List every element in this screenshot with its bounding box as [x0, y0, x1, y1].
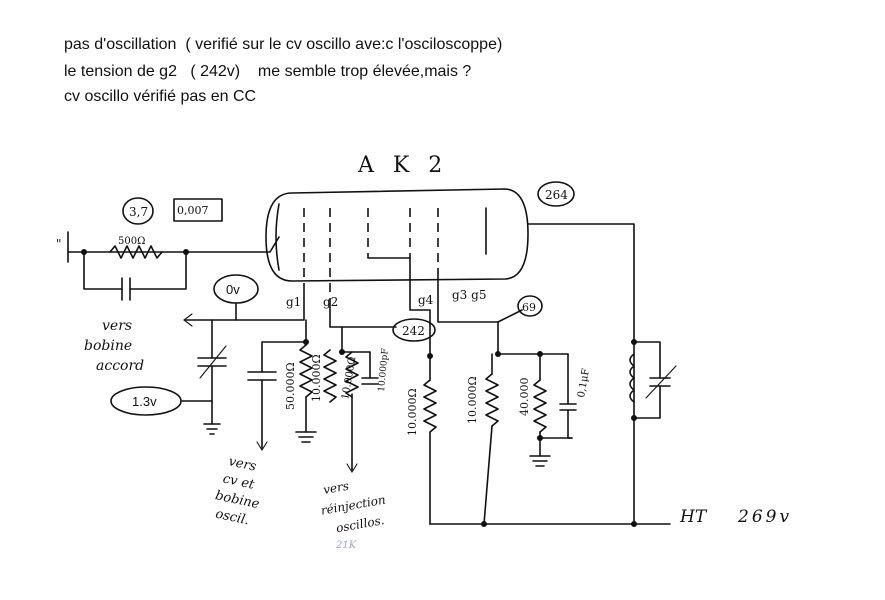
tube-label: A K 2 — [357, 153, 448, 178]
g35-bus — [497, 321, 569, 355]
tube-cathode — [275, 203, 280, 271]
cv-arrow — [256, 441, 268, 452]
cathode-cap-wire-left — [83, 251, 123, 290]
coil-annotation: vers bobine accord — [84, 318, 144, 374]
cg35-wire-bottom — [567, 409, 573, 439]
rg2a-resistor — [323, 349, 337, 403]
g2-node — [339, 349, 345, 355]
rg35a-wire-bottom — [483, 425, 493, 525]
g1-arrow — [183, 313, 193, 327]
var-cap-arrow — [199, 345, 227, 379]
cathode-current-box — [173, 198, 223, 222]
cathode-voltage-circle — [122, 197, 154, 225]
g35-wire — [437, 273, 499, 323]
reinject-arrow — [346, 463, 358, 474]
tank-node-top — [631, 339, 637, 345]
g4-wire — [409, 257, 431, 357]
rg2b-resistor — [345, 351, 359, 398]
cg2-label: 10.000pF — [377, 348, 391, 392]
tank-node-bottom — [631, 415, 637, 421]
rg1-resistor — [299, 344, 313, 398]
g1-voltage-circle — [213, 274, 259, 304]
anode-voltage-circle — [537, 181, 575, 207]
cathode-current-label: 0,007 — [177, 204, 209, 217]
tube-envelope — [265, 188, 529, 282]
rg35b-label: 40.000 — [518, 378, 531, 417]
g35-pin-label: g3 g5 — [452, 288, 486, 302]
anode-wire — [527, 223, 635, 525]
g1-voltage-label: 0v — [226, 282, 240, 297]
cv-cap-wire-top — [261, 341, 307, 373]
rg35a-label: 10.000Ω — [466, 376, 479, 424]
ht-node-2 — [631, 521, 637, 527]
cathode-cap-wire-right — [129, 251, 187, 290]
g35-probe-wire — [497, 309, 523, 323]
g35-voltage-circle — [517, 295, 543, 317]
rg2a-label: 10.000Ω — [310, 354, 323, 402]
cathode-node-2 — [183, 249, 189, 255]
rg4-resistor — [423, 379, 437, 433]
tank-cap-top — [633, 341, 661, 379]
bias-voltage-label: 1.3v — [132, 394, 157, 409]
rg35a-resistor — [485, 373, 499, 427]
note-line-2: le tension de g2 ( 242v) me semble trop … — [64, 63, 472, 80]
cathode-resistor — [109, 245, 163, 259]
cathode-voltage-label: 3,7 — [129, 205, 148, 219]
ht-value: 269v — [737, 507, 792, 527]
cathode-resistor-label: 500Ω — [118, 236, 145, 247]
rg1-label: 50.000Ω — [284, 362, 297, 410]
g2-voltage-circle — [392, 318, 436, 342]
note-line-3: cv oscillo vérifié pas en CC — [64, 88, 257, 105]
g1-pin-label: g1 — [286, 295, 301, 309]
g2-pin-label: g2 — [323, 295, 338, 309]
tank-cap-arrow — [645, 365, 677, 399]
g35-node-1 — [495, 351, 501, 357]
bias-voltage-circle — [110, 386, 182, 416]
rg1-node — [303, 339, 309, 345]
g1-wire — [185, 285, 305, 321]
tank-cap-bottom — [633, 385, 661, 419]
g2-wire — [329, 299, 343, 353]
cathode-node-1 — [81, 249, 87, 255]
ht-label: HT — [679, 507, 708, 527]
g35-voltage-label: 69 — [522, 301, 536, 314]
g4-pin-label: g4 — [418, 293, 434, 307]
anode-voltage-label: 264 — [545, 188, 568, 202]
reinject-annotation: vers réinjection oscillos. — [316, 472, 394, 537]
tank-coil — [629, 353, 635, 403]
g2-voltage-label: 242 — [402, 324, 425, 338]
cathode-wire — [67, 236, 280, 253]
rg35b-resistor — [533, 379, 547, 433]
faint-mark: 21K — [335, 540, 357, 551]
rg4-label: 10.000Ω — [406, 388, 419, 436]
rg2b-label: 10.000Ω — [340, 356, 358, 401]
cg35-label: 0,1μF — [576, 368, 592, 399]
note-line-1: pas d'oscillation ( verifié sur le cv os… — [64, 36, 503, 53]
cv-annotation: vers cv et bobine oscil. — [210, 453, 272, 531]
cathode-mark: " — [56, 237, 62, 251]
